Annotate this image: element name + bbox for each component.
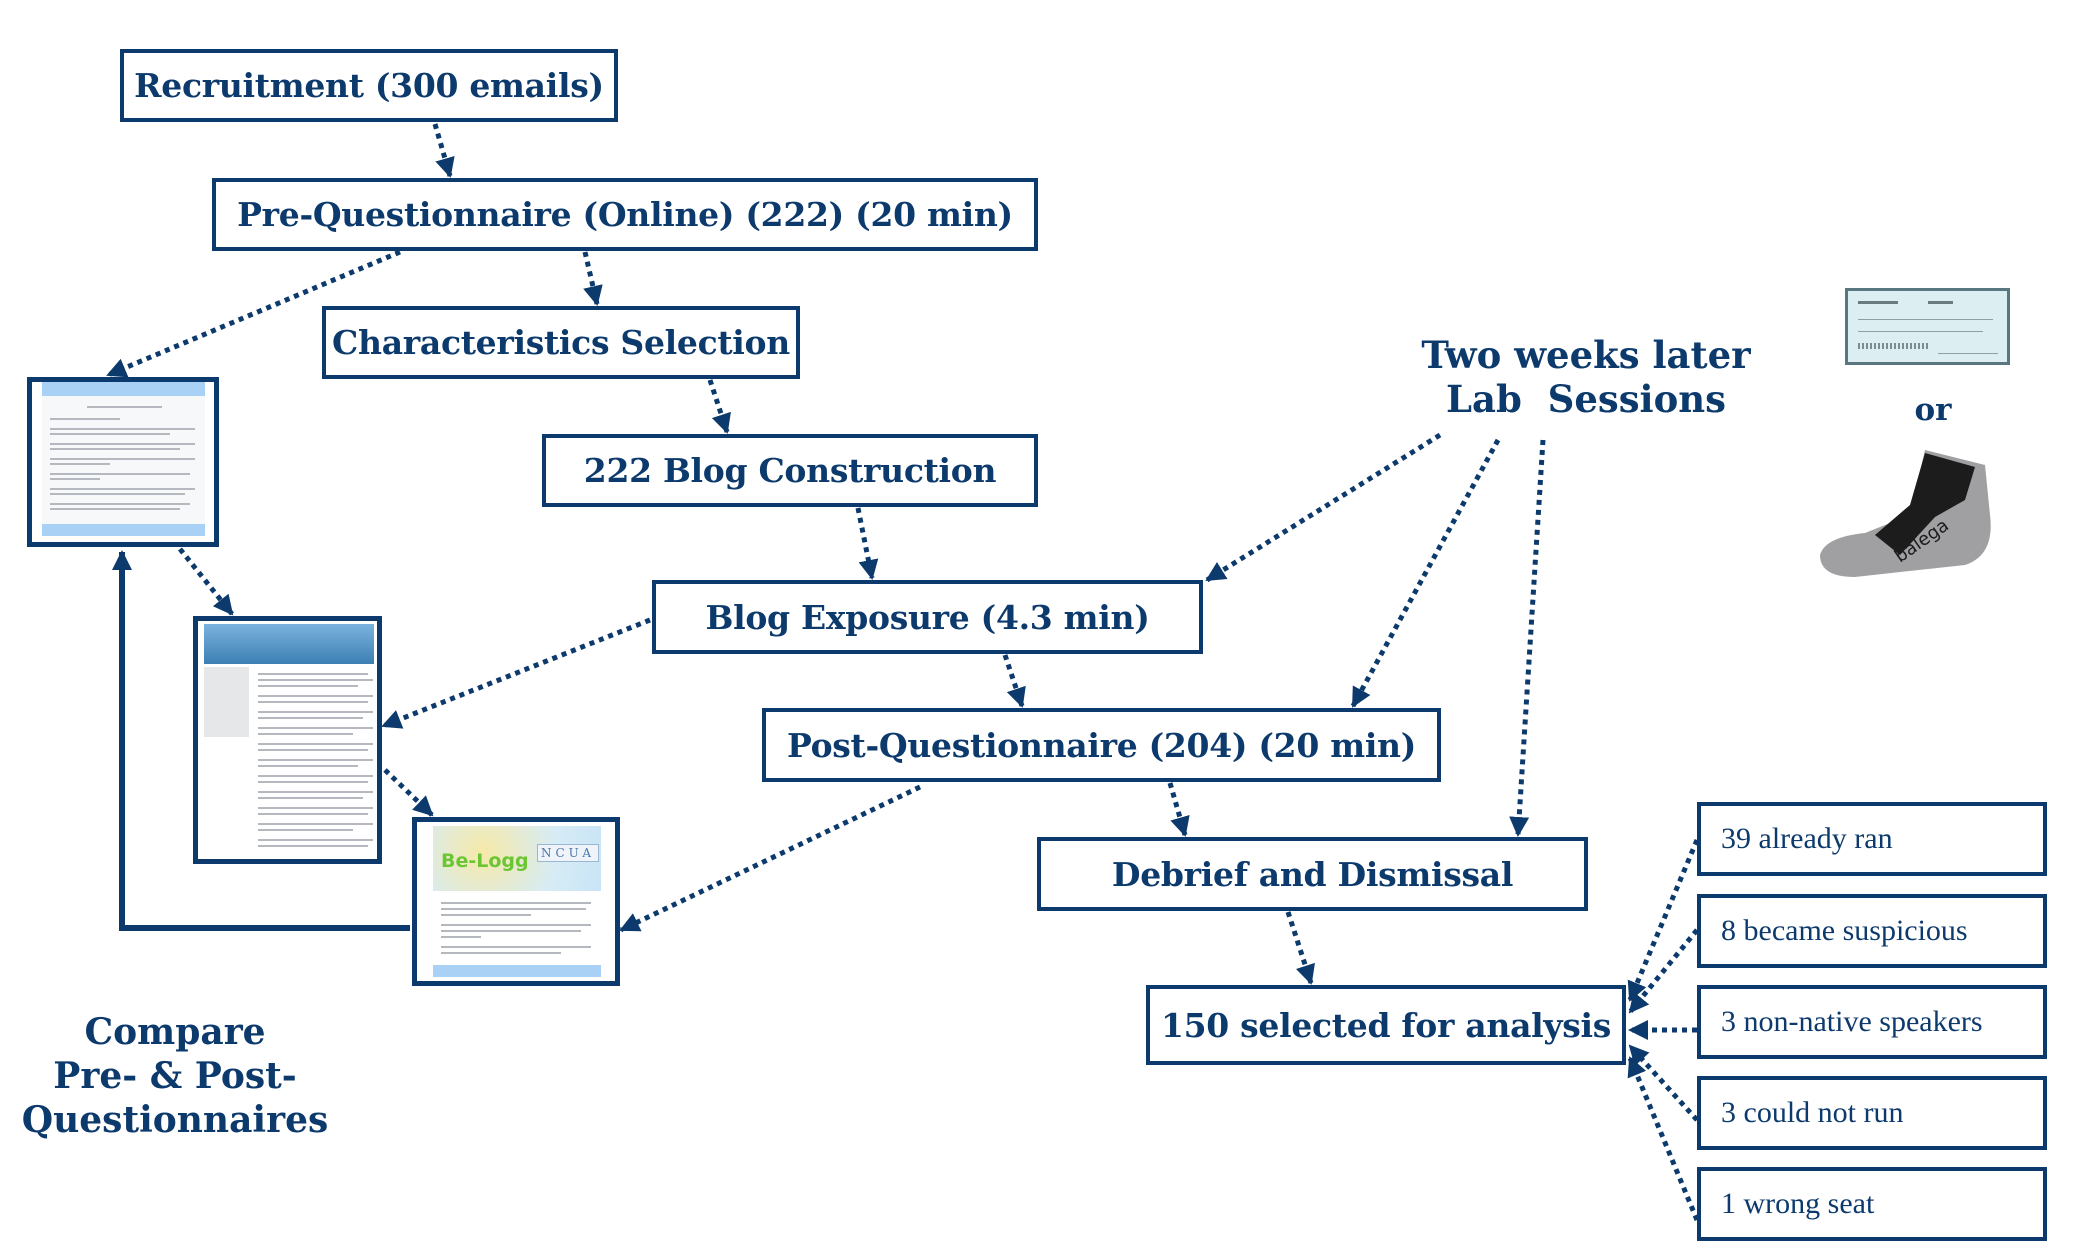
exclusion-label: 8 became suspicious	[1721, 914, 1968, 947]
arrow-exposure-to-thumb2	[381, 617, 651, 729]
lab-sessions-line1: Two weeks later	[1421, 333, 1751, 377]
arrow-thumb2-to-thumb3	[383, 768, 434, 817]
exclusion-box: 3 non-native speakers	[1697, 985, 2047, 1059]
belogg-intro-thumbnail: Be-Logg NCUA	[412, 817, 620, 986]
exclusion-label: 39 already ran	[1721, 822, 1893, 855]
postquestionnaire-box: Post-Questionnaire (204) (20 min)	[762, 708, 1441, 782]
prequestionnaire-thumbnail	[27, 377, 219, 547]
blog-thumbnail	[193, 616, 382, 864]
characteristics-label: Characteristics Selection	[332, 323, 790, 362]
arrow-thumb1-to-thumb2	[178, 547, 234, 616]
exclusion-box: 8 became suspicious	[1697, 894, 2047, 968]
blog-construction-label: 222 Blog Construction	[583, 451, 997, 490]
arrow-excl4-to-selected	[1628, 1044, 1699, 1122]
debrief-box: Debrief and Dismissal	[1037, 837, 1588, 911]
arrow-prequestionnaire-to-characteristics	[582, 251, 603, 306]
exclusion-box: 1 wrong seat	[1697, 1167, 2047, 1241]
arrow-blogconstruction-to-exposure	[855, 507, 879, 580]
arrow-excl2-to-selected	[1628, 928, 1699, 1014]
arrow-postquestionnaire-to-thumb3	[619, 784, 922, 933]
prequestionnaire-label: Pre-Questionnaire (Online) (222) (20 min…	[237, 195, 1013, 234]
arrow-exposure-to-postquestionnaire	[1002, 654, 1026, 708]
check-image	[1845, 288, 2010, 365]
compare-label: Compare Pre- & Post- Questionnaires	[20, 1010, 330, 1142]
exclusion-label: 1 wrong seat	[1721, 1187, 1875, 1220]
exclusion-box: 3 could not run	[1697, 1076, 2047, 1150]
lab-sessions-line2: Lab Sessions	[1445, 377, 1726, 421]
or-label: or	[1914, 392, 1952, 428]
arrow-recruitment-to-prequestionnaire	[432, 123, 455, 178]
arrow-excl1-to-selected	[1627, 839, 1700, 1002]
debrief-label: Debrief and Dismissal	[1111, 854, 1514, 894]
exclusion-box: 39 already ran	[1697, 802, 2047, 876]
compare-line3: Questionnaires	[21, 1099, 329, 1141]
belogg-logo: Be-Logg	[441, 850, 529, 872]
prequestionnaire-box: Pre-Questionnaire (Online) (222) (20 min…	[212, 178, 1038, 251]
ncua-badge: NCUA	[537, 844, 600, 862]
arrow-lab-to-exposure	[1205, 432, 1442, 583]
characteristics-box: Characteristics Selection	[322, 306, 800, 379]
selected-box: 150 selected for analysis	[1146, 985, 1626, 1065]
arrow-lab-to-postquestionnaire	[1350, 438, 1501, 708]
recruitment-box: Recruitment (300 emails)	[120, 49, 618, 122]
lab-sessions-label: Two weeks later Lab Sessions	[1386, 333, 1786, 421]
loop-arrow-thumb3-to-thumb1	[112, 550, 410, 931]
selected-label: 150 selected for analysis	[1160, 1005, 1612, 1045]
arrow-postquestionnaire-to-debrief	[1167, 782, 1190, 837]
postquestionnaire-label: Post-Questionnaire (204) (20 min)	[786, 725, 1417, 765]
blog-construction-box: 222 Blog Construction	[542, 434, 1038, 507]
recruitment-label: Recruitment (300 emails)	[134, 66, 604, 105]
compare-line1: Compare	[84, 1011, 266, 1053]
sock-image: balega	[1820, 450, 1991, 577]
blog-exposure-label: Blog Exposure (4.3 min)	[705, 597, 1150, 637]
exclusion-label: 3 could not run	[1721, 1096, 1904, 1129]
arrow-characteristics-to-blogconstruction	[707, 379, 731, 434]
compare-line2: Pre- & Post-	[53, 1055, 297, 1097]
arrow-lab-to-debrief	[1509, 439, 1546, 837]
exclusion-label: 3 non-native speakers	[1721, 1005, 1983, 1038]
arrow-prequestionnaire-to-thumb1	[106, 249, 401, 378]
blog-exposure-box: Blog Exposure (4.3 min)	[652, 580, 1203, 654]
arrow-debrief-to-selected	[1285, 911, 1315, 985]
